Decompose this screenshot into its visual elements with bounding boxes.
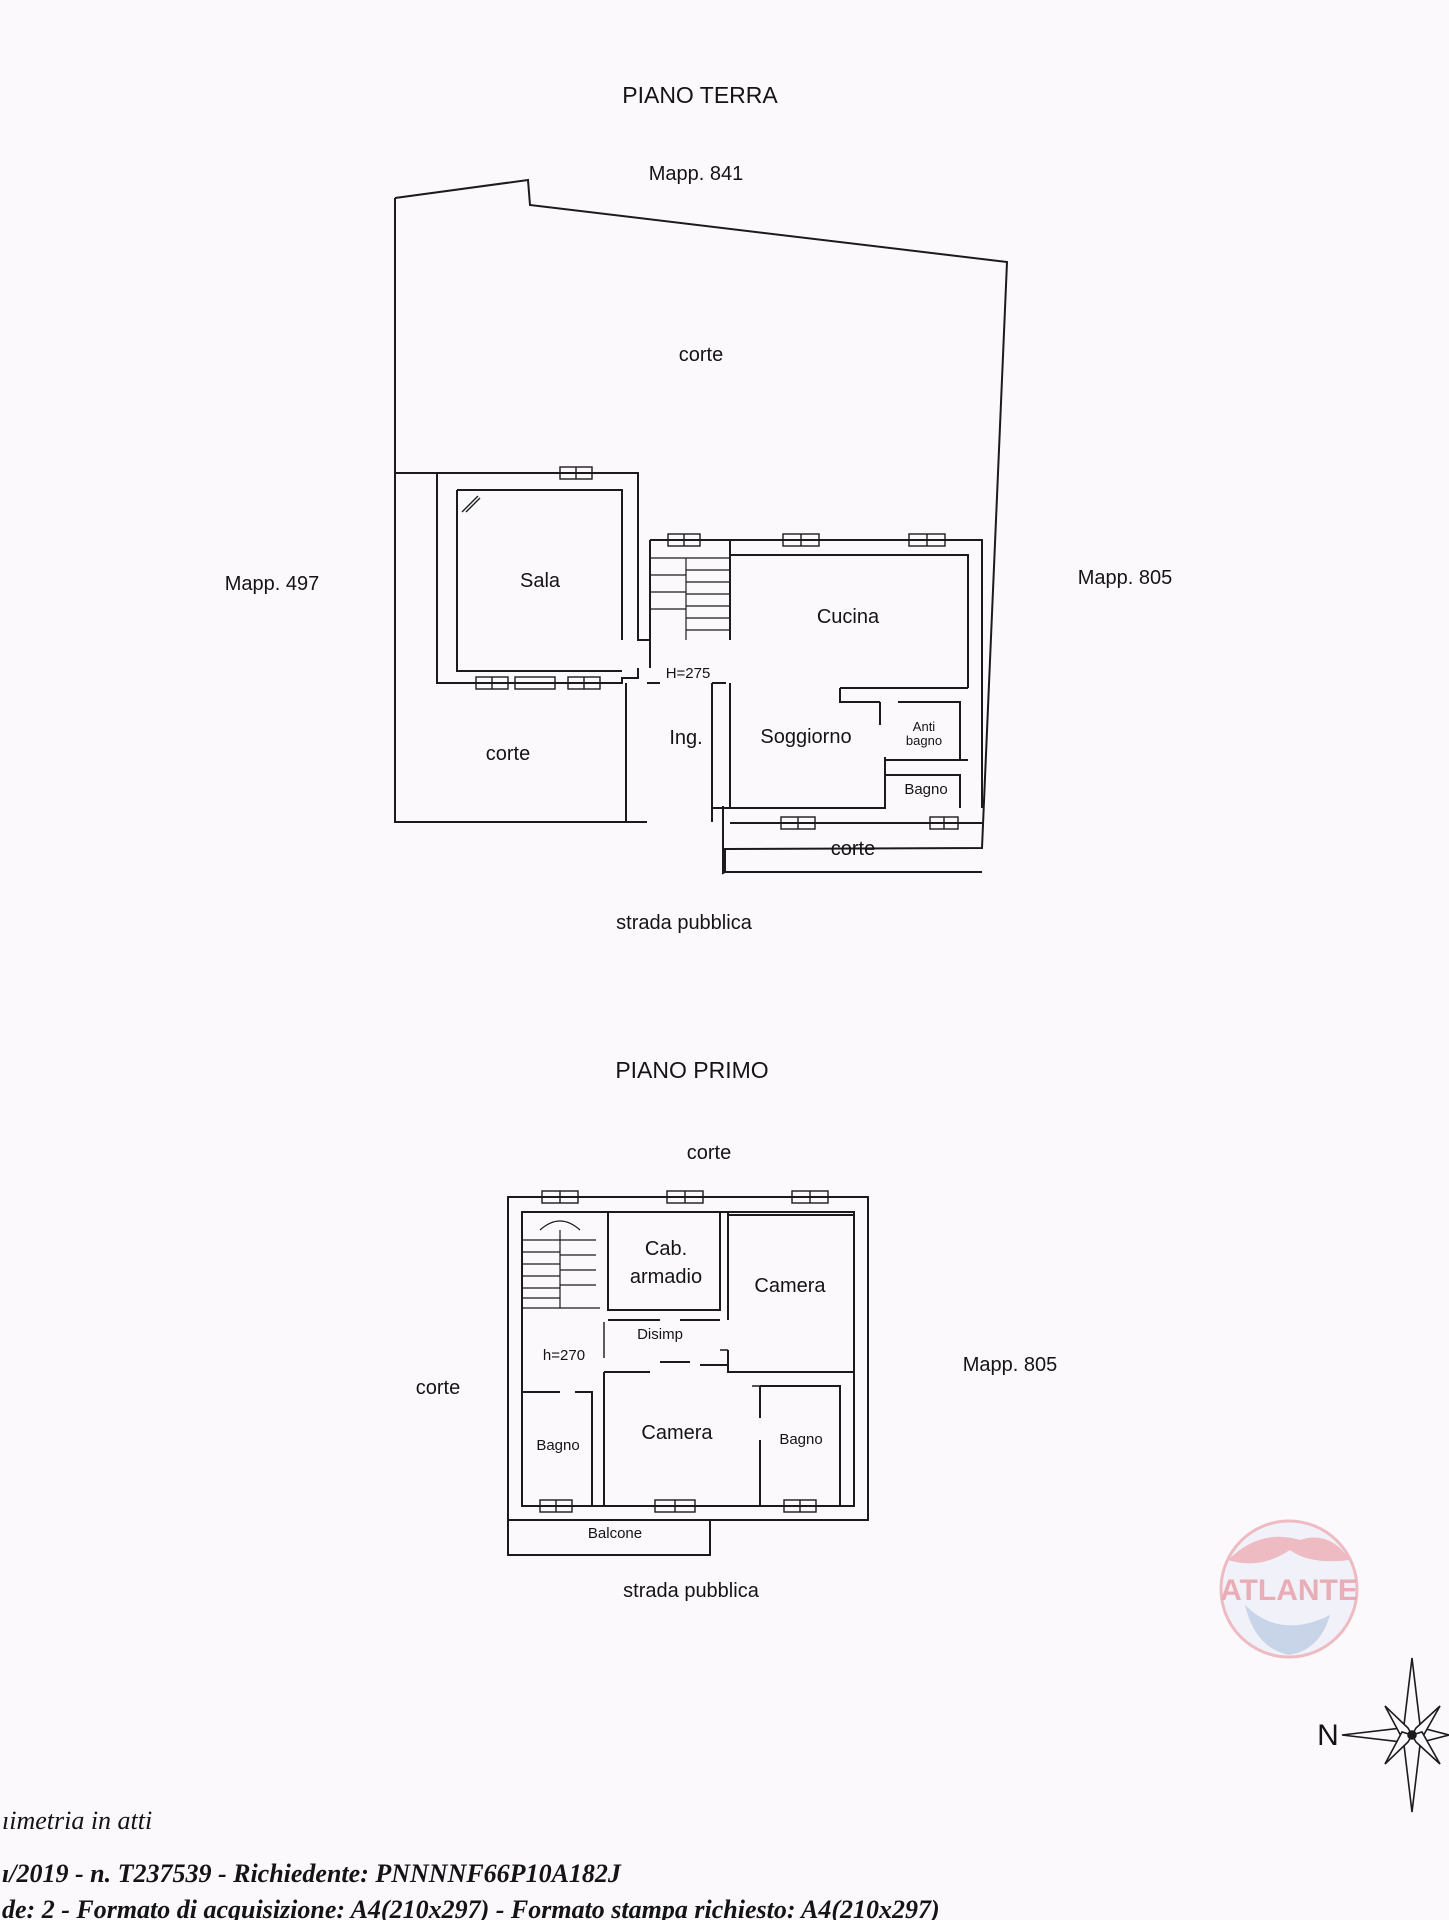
corte-sw-label: corte: [486, 743, 530, 765]
ground-floor-plan: PIANO TERRA Mapp. 841 Mapp. 497 Mapp. 80…: [225, 82, 1173, 934]
first-floor-outer-walls: [507, 1196, 869, 1556]
room-camera-ne-label: Camera: [754, 1275, 826, 1297]
stair-treads: [650, 557, 730, 640]
first-floor-inner-outline: [521, 1211, 855, 1507]
first-floor-plan: PIANO PRIMO corte corte Mapp. 805: [416, 1057, 1057, 1602]
footer-line-1: ıimetria in atti: [2, 1806, 152, 1835]
balcone-label: Balcone: [588, 1525, 642, 1542]
sala-walls: [436, 472, 651, 684]
ground-floor-windows: [475, 466, 959, 830]
camera-ne-walls: [727, 1212, 854, 1373]
ground-road-label: strada pubblica: [616, 912, 753, 934]
ingresso-walls: [625, 682, 886, 822]
sala-fireplace-icon: [461, 495, 481, 513]
service-walls: [879, 701, 968, 808]
room-cucina-label: Cucina: [817, 606, 880, 628]
stair-walls: [649, 539, 731, 640]
first-floor-windows: [539, 1190, 829, 1513]
camera-s-walls: [603, 1361, 728, 1506]
mapp-east-label: Mapp. 805: [1078, 567, 1173, 589]
corte-main-label: corte: [679, 344, 723, 366]
room-bagno-label: Bagno: [904, 781, 947, 798]
lot-boundary: [394, 178, 1009, 873]
first-height-label: h=270: [543, 1347, 585, 1364]
compass-rose-icon: [1341, 1657, 1449, 1813]
room-soggiorno-label: Soggiorno: [760, 726, 851, 748]
room-bagno-w-label: Bagno: [536, 1437, 579, 1454]
bagno-w-walls: [522, 1391, 593, 1506]
first-road-label: strada pubblica: [623, 1580, 760, 1602]
sala-inner-walls: [456, 489, 623, 672]
room-antibagno-label-2: bagno: [906, 733, 942, 748]
room-antibagno-label-1: Anti: [913, 719, 936, 734]
room-ingresso-label: Ing.: [669, 727, 702, 749]
main-block-walls: [730, 539, 983, 808]
cab-armadio-walls: [607, 1212, 721, 1321]
watermark-text: ATLANTE: [1220, 1574, 1358, 1607]
room-disimp-label: Disimp: [637, 1326, 683, 1343]
corte-north-label: corte: [687, 1142, 731, 1164]
room-cab-label-2: armadio: [630, 1266, 702, 1288]
bagno-e-walls: [759, 1385, 841, 1506]
room-camera-s-label: Camera: [641, 1422, 713, 1444]
front-courtyard-line: [722, 806, 726, 875]
compass-north-label: N: [1317, 1719, 1339, 1752]
lot-west-boundary: [394, 198, 647, 823]
mapp-north-label: Mapp. 841: [649, 163, 744, 185]
south-wall: [712, 807, 982, 824]
footer-line-2: ı/2019 - n. T237539 - Richiedente: PNNNN…: [2, 1859, 622, 1888]
first-mapp-east-label: Mapp. 805: [963, 1354, 1058, 1376]
atlante-watermark-logo: ATLANTE: [1219, 1519, 1359, 1659]
first-floor-title: PIANO PRIMO: [615, 1057, 768, 1083]
room-cab-label-1: Cab.: [645, 1238, 687, 1260]
cadastral-footer: ıimetria in atti ı/2019 - n. T237539 - R…: [2, 1806, 940, 1920]
room-bagno-e-label: Bagno: [779, 1431, 822, 1448]
mapp-west-label: Mapp. 497: [225, 573, 320, 595]
first-floor-stair: [522, 1220, 600, 1309]
corte-front-label: corte: [831, 838, 875, 860]
ground-height-label: H=275: [666, 665, 711, 682]
ground-floor-title: PIANO TERRA: [622, 82, 778, 108]
disimp-door-marks: [603, 1322, 760, 1387]
footer-line-3: de: 2 - Formato di acquisizione: A4(210x…: [2, 1895, 940, 1920]
room-sala-label: Sala: [520, 570, 561, 592]
corte-west-label: corte: [416, 1377, 460, 1399]
